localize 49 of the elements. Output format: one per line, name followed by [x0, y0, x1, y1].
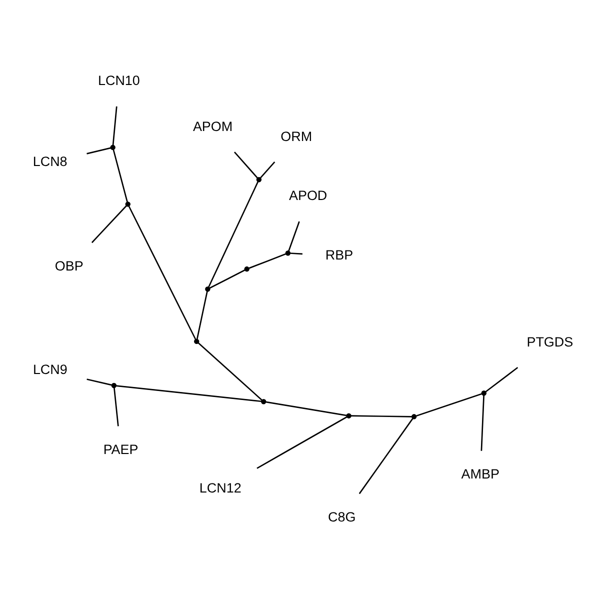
connector — [485, 366, 518, 392]
node-text: LCN8 — [32, 154, 68, 169]
connector — [256, 416, 348, 469]
node-text: PTGDS — [526, 334, 574, 350]
node-point — [110, 144, 116, 150]
node-text: LCN10 — [98, 73, 140, 88]
node-text: C8G — [328, 510, 356, 525]
node-point — [346, 413, 352, 418]
connector — [198, 342, 262, 400]
connector — [288, 221, 300, 252]
connector — [266, 401, 347, 416]
connector — [209, 270, 246, 289]
connector — [86, 378, 112, 386]
connector — [260, 161, 276, 178]
connector — [116, 385, 262, 402]
node-text: APOM — [192, 118, 233, 134]
connector — [86, 147, 111, 154]
node-point — [194, 338, 200, 344]
node-point — [244, 266, 250, 272]
node-point — [205, 286, 210, 292]
node-point — [261, 399, 266, 404]
node-text: RBP — [325, 248, 354, 263]
node-point — [411, 414, 417, 420]
node-point — [125, 202, 130, 207]
node-point — [285, 250, 291, 256]
connector — [480, 395, 484, 451]
connector — [248, 253, 286, 269]
node-point — [481, 390, 487, 396]
connector — [290, 252, 302, 255]
connector — [128, 206, 196, 340]
connector — [208, 181, 259, 288]
node-text: APOD — [288, 188, 328, 204]
node-text: OBP — [54, 258, 84, 274]
connector — [196, 291, 208, 340]
node-text: LCN12 — [199, 480, 242, 496]
connector — [112, 149, 128, 202]
node-text: AMBP — [461, 466, 500, 482]
node-text: ORM — [280, 128, 312, 144]
node-text: PAEP — [103, 442, 138, 458]
connector — [112, 106, 118, 146]
connector — [114, 388, 119, 426]
connector — [358, 418, 414, 494]
connector — [350, 415, 412, 418]
connector — [416, 393, 482, 417]
connector — [234, 152, 258, 178]
node-text: LCN9 — [32, 362, 68, 378]
node-point — [256, 177, 262, 182]
connector — [91, 205, 127, 244]
node-point — [111, 382, 117, 388]
